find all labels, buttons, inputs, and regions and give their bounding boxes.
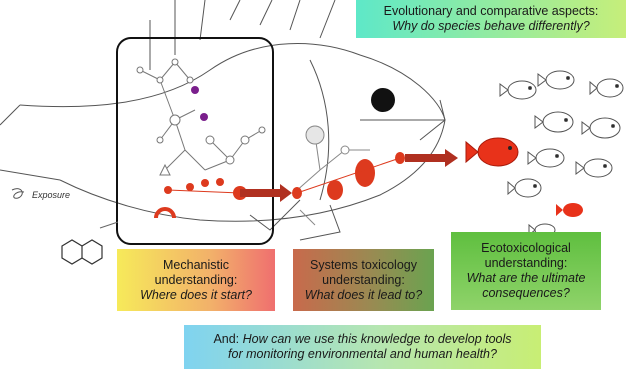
systems-title: Systems toxicology [310,257,417,272]
large-fish-outline [0,0,446,241]
systems-network [294,125,370,226]
mechanism-frame [116,37,274,245]
evolutionary-question: Why do species behave differently? [392,19,590,33]
evolutionary-box: Evolutionary and comparative aspects: Wh… [356,0,626,38]
receptor-arc [154,207,176,219]
ecotox-question-line1: What are the ultimate [466,271,586,285]
molecule-network [136,58,266,176]
ecotox-question-line2: consequences? [482,286,570,300]
pathway-links [167,157,401,194]
ecotox-subtitle: understanding: [484,256,568,270]
monitoring-prefix: And: [213,332,243,346]
arrow-sys-to-eco [405,149,458,167]
fish-school [499,70,624,237]
evolutionary-title: Evolutionary and comparative aspects: [383,4,599,18]
systems-question: What does it lead to? [304,287,423,302]
purple-node [200,113,208,121]
monitoring-question-line1: And: How can we use this knowledge to de… [184,332,541,347]
mechanistic-question: Where does it start? [140,287,252,302]
ecotox-title: Ecotoxicological [481,241,571,255]
exposure-line [99,221,119,229]
monitoring-question-text: How can we use this knowledge to develop… [242,332,512,346]
red-fish [465,137,519,167]
mechanistic-title: Mechanistic [163,257,229,272]
exposure-curl [11,188,25,199]
mechanistic-subtitle: understanding: [154,272,238,287]
naphthalene-molecule [61,239,103,265]
monitoring-question-box: And: How can we use this knowledge to de… [184,325,541,369]
exposure-label: Exposure [32,190,71,200]
mechanistic-box: Mechanistic understanding: Where does it… [117,249,275,311]
arrow-mech-to-sys [240,184,292,202]
ecotox-box: Ecotoxicological understanding: What are… [451,232,601,310]
monitoring-question-line2: for monitoring environmental and human h… [228,347,497,361]
fish-eye [371,88,395,112]
purple-node [191,86,199,94]
systems-subtitle: understanding: [322,272,405,287]
systems-box: Systems toxicology understanding: What d… [293,249,434,311]
small-red-fish [556,203,583,217]
